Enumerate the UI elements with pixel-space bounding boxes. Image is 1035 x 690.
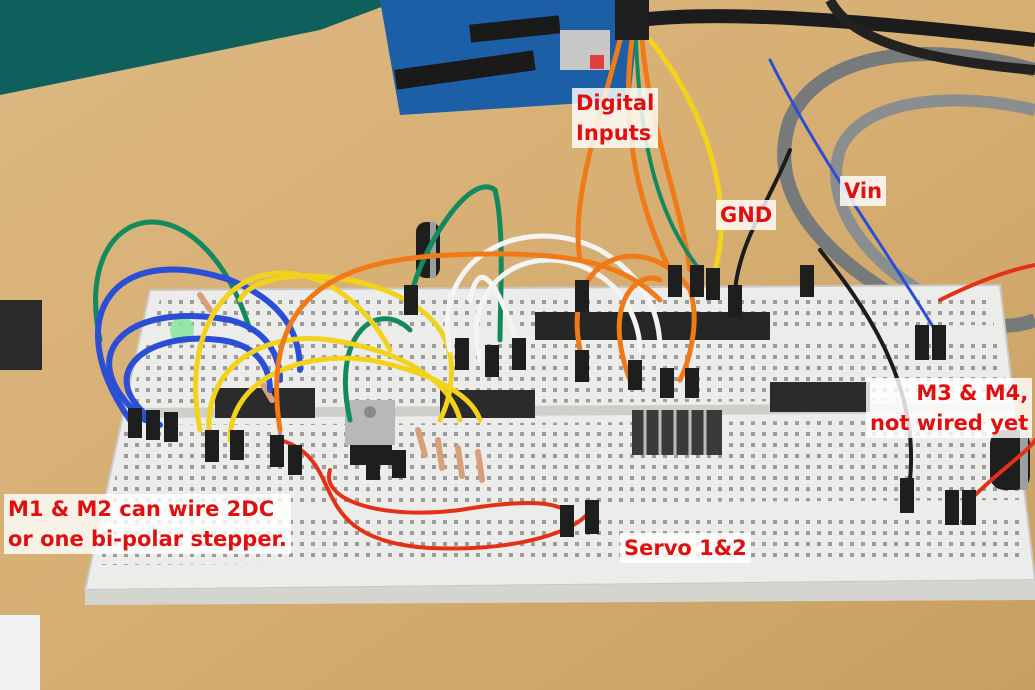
wire-plug [945, 490, 959, 525]
left-connector [0, 300, 42, 370]
wire-plug [575, 350, 589, 382]
red-wire [968, 438, 1035, 502]
green-wire [93, 219, 253, 343]
yellow-wire [647, 37, 724, 283]
wire-plug [962, 490, 976, 525]
wire-plug [560, 505, 574, 537]
black-cable [639, 9, 1035, 47]
red-wire [938, 263, 1035, 302]
yellow-wire [227, 355, 483, 443]
power-rail-bottom [95, 515, 1026, 565]
orange-wire [625, 37, 673, 273]
yellow-wire [193, 270, 393, 433]
wire-plug [146, 410, 160, 440]
wire-plug [485, 345, 499, 377]
green-wire [342, 316, 413, 423]
wire-plug [615, 0, 649, 40]
wire-plug [392, 450, 406, 478]
voltage-regulator [345, 400, 395, 465]
blue-wire [123, 335, 273, 428]
label-servo: Servo 1&2 [620, 533, 751, 563]
white-wire [467, 274, 523, 353]
wire-plug [128, 408, 142, 438]
label-m3-m4: M3 & M4, not wired yet [866, 378, 1033, 438]
label-gnd-text: GND [720, 203, 773, 227]
wire-plug [205, 430, 219, 462]
yellow-wire [206, 336, 463, 443]
label-m3-m4-line1: M3 & M4, [916, 381, 1029, 405]
wire-plug [628, 360, 642, 390]
terminal-strip-bottom [110, 420, 1020, 505]
orange-wire [274, 251, 663, 433]
black-cable [825, 0, 1035, 75]
wire-plug [455, 338, 469, 370]
teal-mat [0, 0, 400, 95]
label-m1-m2-line1: M1 & M2 can wire 2DC [8, 497, 275, 521]
wire-plug [585, 500, 599, 534]
wire-plug [932, 325, 946, 360]
orange-wire [639, 37, 693, 273]
green-wire [407, 184, 504, 343]
green-wire [634, 38, 702, 272]
wire-plug [270, 435, 284, 467]
grey-cable [830, 94, 1035, 316]
orange-wire [616, 275, 663, 383]
breadboard-front-edge [85, 580, 1035, 605]
label-m1-m2: M1 & M2 can wire 2DC or one bi-polar ste… [4, 494, 291, 554]
label-servo-text: Servo 1&2 [624, 536, 747, 560]
wire-plug [288, 445, 302, 475]
label-m3-m4-line2: not wired yet [870, 411, 1029, 435]
wire-plug [404, 285, 418, 315]
label-digital-inputs-line2: Inputs [576, 121, 652, 145]
wire-plug [900, 478, 914, 513]
servo-header [632, 410, 722, 455]
motor-driver-chip-right [770, 382, 870, 412]
black-wire [818, 248, 914, 482]
capacitor-right [990, 430, 1030, 490]
label-vin: Vin [840, 176, 887, 206]
wire-plug [660, 368, 674, 398]
label-gnd: GND [716, 200, 777, 230]
wire-plug [366, 452, 380, 480]
wire-plug [706, 268, 720, 300]
orange-wire [575, 37, 623, 263]
corner-object [0, 615, 40, 690]
wire-plug [230, 430, 244, 460]
wire-plug [512, 338, 526, 370]
label-digital-inputs-line1: Digital [576, 91, 655, 115]
wire-plug [690, 265, 704, 297]
wire-plug [668, 265, 682, 297]
label-digital-inputs: Digital Inputs [572, 88, 659, 148]
wire-plug [575, 280, 589, 312]
wire-plug [164, 412, 178, 442]
red-wire [326, 468, 572, 517]
wire-plug [800, 265, 814, 297]
wire-plug [915, 325, 929, 360]
label-vin-text: Vin [844, 179, 883, 203]
wire-plug [728, 285, 742, 317]
blue-wire [106, 313, 283, 423]
white-wire [474, 257, 643, 363]
label-m1-m2-line2: or one bi-polar stepper. [8, 527, 287, 551]
arduino-board [380, 0, 640, 115]
wire-plug [685, 368, 699, 398]
